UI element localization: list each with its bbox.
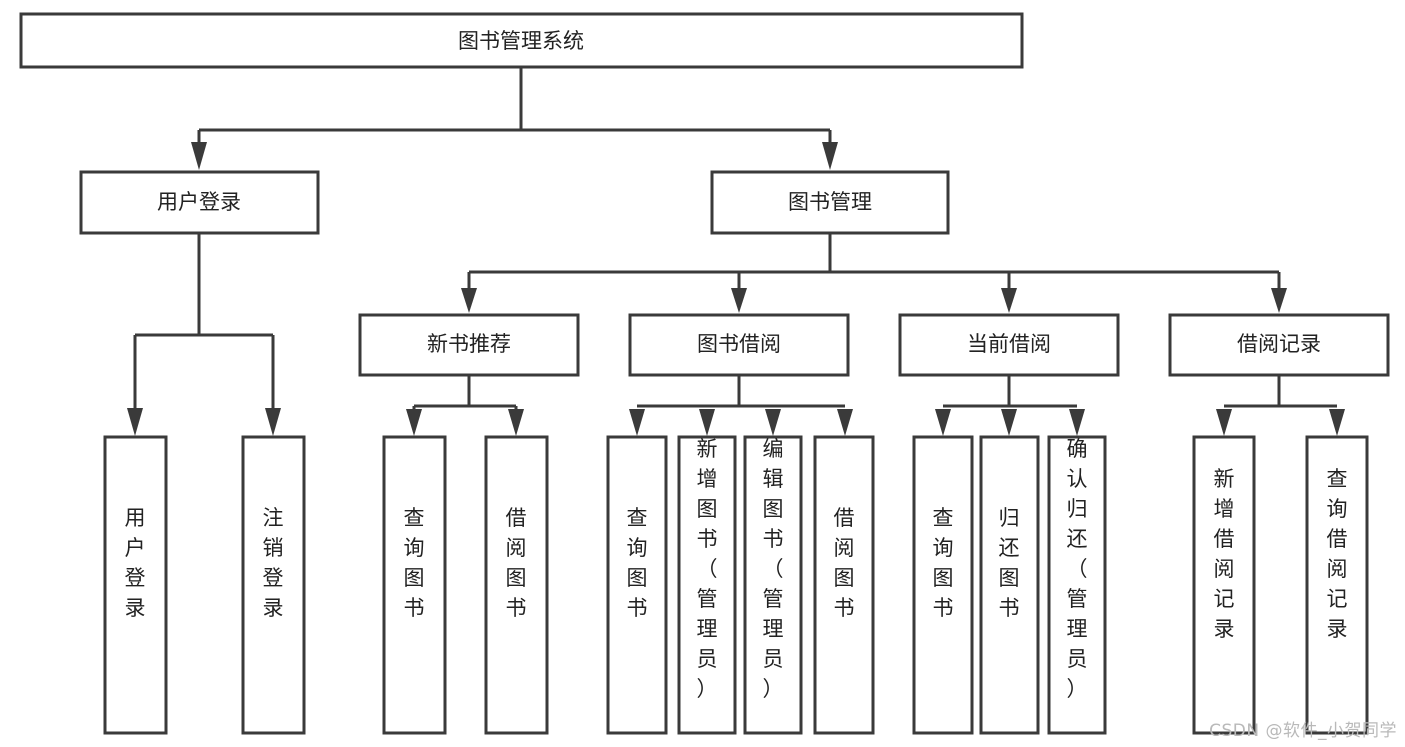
arrowhead-leaf-edit-book	[765, 409, 781, 436]
arrowhead-leaf-add-book	[699, 409, 715, 436]
node-leaf-return-book-label: 归还图书	[999, 506, 1020, 620]
node-leaf-borrow-book-1-box[interactable]	[484, 435, 549, 735]
node-leaf-edit-book-label: 编辑图书（管理员）	[763, 437, 784, 701]
node-book-manage-label: 图书管理	[788, 190, 872, 214]
node-borrow-record-label: 借阅记录	[1237, 332, 1321, 356]
node-leaf-borrow-book-1[interactable]: 借阅图书	[484, 435, 549, 735]
node-root-box[interactable]	[19, 12, 1024, 69]
node-leaf-query-book-3-label: 查询图书	[933, 506, 954, 620]
arrowhead-new-book-recommend	[461, 288, 477, 313]
node-leaf-borrow-book-2[interactable]: 借阅图书	[813, 435, 875, 735]
node-leaf-query-book-2-label: 查询图书	[627, 506, 648, 620]
arrowhead-leaf-query-book-3	[935, 409, 951, 436]
node-borrow-record[interactable]: 借阅记录	[1168, 313, 1390, 377]
node-leaf-add-record-label: 新增借阅记录	[1214, 467, 1235, 641]
node-leaf-edit-book[interactable]: 编辑图书（管理员）	[743, 435, 803, 735]
node-leaf-user-login[interactable]: 用户登录	[103, 435, 168, 735]
arrowhead-leaf-query-book-1	[406, 409, 422, 436]
node-leaf-return-book-box[interactable]	[979, 435, 1040, 735]
node-new-book-recommend-box[interactable]	[358, 313, 580, 377]
node-book-borrow-label: 图书借阅	[697, 332, 781, 356]
node-leaf-query-book-1-box[interactable]	[382, 435, 447, 735]
node-new-book-recommend-label: 新书推荐	[427, 332, 511, 356]
node-leaf-user-login-box[interactable]	[103, 435, 168, 735]
node-current-borrow[interactable]: 当前借阅	[898, 313, 1120, 377]
node-leaf-query-book-2-box[interactable]	[606, 435, 668, 735]
node-leaf-query-record[interactable]: 查询借阅记录	[1305, 435, 1369, 735]
arrowhead-leaf-add-record	[1216, 409, 1232, 436]
node-leaf-query-book-1[interactable]: 查询图书	[382, 435, 447, 735]
node-current-borrow-box[interactable]	[898, 313, 1120, 377]
connectors-layer	[127, 68, 1345, 436]
node-borrow-record-box[interactable]	[1168, 313, 1390, 377]
arrowhead-leaf-user-logout	[265, 408, 281, 436]
node-leaf-query-book-2[interactable]: 查询图书	[606, 435, 668, 735]
node-current-borrow-label: 当前借阅	[967, 332, 1051, 356]
arrowhead-current-borrow	[1001, 288, 1017, 313]
arrowhead-user-login	[191, 142, 207, 170]
arrowhead-leaf-query-book-2	[629, 409, 645, 436]
arrowhead-leaf-query-record	[1329, 409, 1345, 436]
node-leaf-add-book[interactable]: 新增图书（管理员）	[677, 435, 737, 735]
arrowhead-leaf-borrow-book-1	[508, 409, 524, 436]
watermark-text: CSDN @软件_小贺同学	[1209, 721, 1397, 741]
node-user-login[interactable]: 用户登录	[79, 170, 320, 235]
arrowhead-borrow-record	[1271, 288, 1287, 313]
arrowhead-leaf-return-book	[1001, 409, 1017, 436]
node-user-login-label: 用户登录	[157, 190, 241, 214]
node-leaf-add-book-label: 新增图书（管理员）	[697, 437, 718, 701]
node-book-borrow-box[interactable]	[628, 313, 850, 377]
arrowhead-leaf-borrow-book-2	[837, 409, 853, 436]
node-leaf-add-record-box[interactable]	[1192, 435, 1256, 735]
node-leaf-add-book-box[interactable]	[677, 435, 737, 735]
node-user-login-box[interactable]	[79, 170, 320, 235]
node-leaf-add-record[interactable]: 新增借阅记录	[1192, 435, 1256, 735]
node-leaf-query-book-3-box[interactable]	[912, 435, 974, 735]
node-leaf-return-book[interactable]: 归还图书	[979, 435, 1040, 735]
node-leaf-query-record-label: 查询借阅记录	[1327, 467, 1348, 641]
arrowhead-book-manage	[822, 142, 838, 170]
node-leaf-user-logout[interactable]: 注销登录	[241, 435, 306, 735]
node-book-manage[interactable]: 图书管理	[710, 170, 950, 235]
node-leaf-user-logout-label: 注销登录	[263, 506, 284, 620]
node-leaf-confirm-return-label: 确认归还（管理员）	[1067, 437, 1088, 701]
node-new-book-recommend[interactable]: 新书推荐	[358, 313, 580, 377]
node-leaf-query-book-1-label: 查询图书	[404, 506, 425, 620]
arrowhead-leaf-user-login	[127, 408, 143, 436]
node-leaf-confirm-return-box[interactable]	[1047, 435, 1107, 735]
node-leaf-confirm-return[interactable]: 确认归还（管理员）	[1047, 435, 1107, 735]
node-root-label: 图书管理系统	[458, 29, 584, 53]
node-leaf-user-logout-box[interactable]	[241, 435, 306, 735]
node-leaf-edit-book-box[interactable]	[743, 435, 803, 735]
node-leaf-borrow-book-2-label: 借阅图书	[834, 506, 855, 620]
node-book-manage-box[interactable]	[710, 170, 950, 235]
node-leaf-borrow-book-1-label: 借阅图书	[506, 506, 527, 620]
arrowhead-leaf-confirm-return	[1069, 409, 1085, 436]
arrowhead-book-borrow	[731, 288, 747, 313]
node-leaf-borrow-book-2-box[interactable]	[813, 435, 875, 735]
node-book-borrow[interactable]: 图书借阅	[628, 313, 850, 377]
node-root[interactable]: 图书管理系统	[19, 12, 1024, 69]
node-leaf-query-book-3[interactable]: 查询图书	[912, 435, 974, 735]
node-leaf-user-login-label: 用户登录	[125, 506, 146, 620]
node-leaf-query-record-box[interactable]	[1305, 435, 1369, 735]
